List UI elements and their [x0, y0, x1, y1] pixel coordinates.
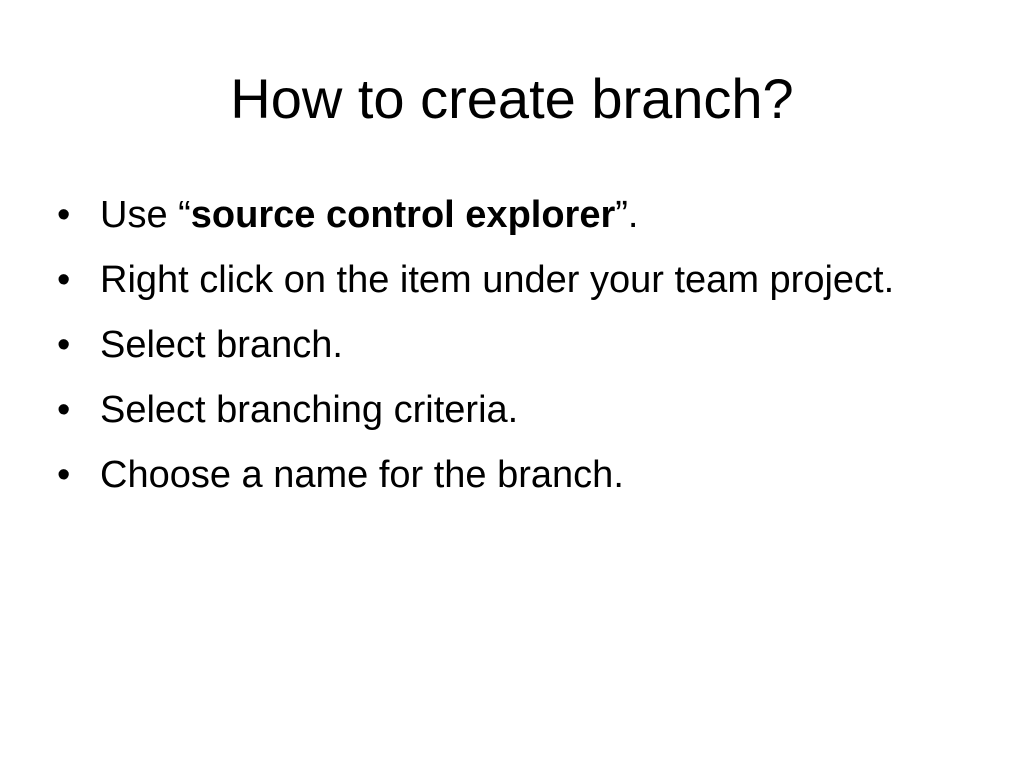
- bullet-list: • Use “source control explorer”. • Right…: [55, 188, 955, 513]
- bullet-icon: •: [57, 194, 71, 236]
- bullet-item-select-criteria: • Select branching criteria.: [55, 383, 955, 437]
- slide-title: How to create branch?: [230, 67, 794, 130]
- bullet-item-right-click: • Right click on the item under your tea…: [55, 253, 955, 307]
- bullet-text: Choose a name for the branch.: [100, 454, 624, 496]
- bullet-icon: •: [57, 389, 71, 431]
- bullet-text: Right click on the item under your team …: [100, 259, 895, 301]
- bullet-text-prefix: Use “: [100, 194, 191, 236]
- bullet-text-suffix: ”.: [615, 194, 639, 236]
- bullet-text-bold-term: source control explorer: [190, 194, 616, 236]
- bullet-item-select-branch: • Select branch.: [55, 318, 955, 372]
- bullet-icon: •: [57, 259, 71, 301]
- bullet-item-use-explorer: • Use “source control explorer”.: [55, 188, 955, 242]
- bullet-icon: •: [57, 324, 71, 366]
- bullet-icon: •: [57, 454, 71, 496]
- bullet-item-choose-name: • Choose a name for the branch.: [55, 448, 955, 502]
- bullet-text: Select branching criteria.: [100, 389, 519, 431]
- bullet-text: Select branch.: [100, 324, 343, 366]
